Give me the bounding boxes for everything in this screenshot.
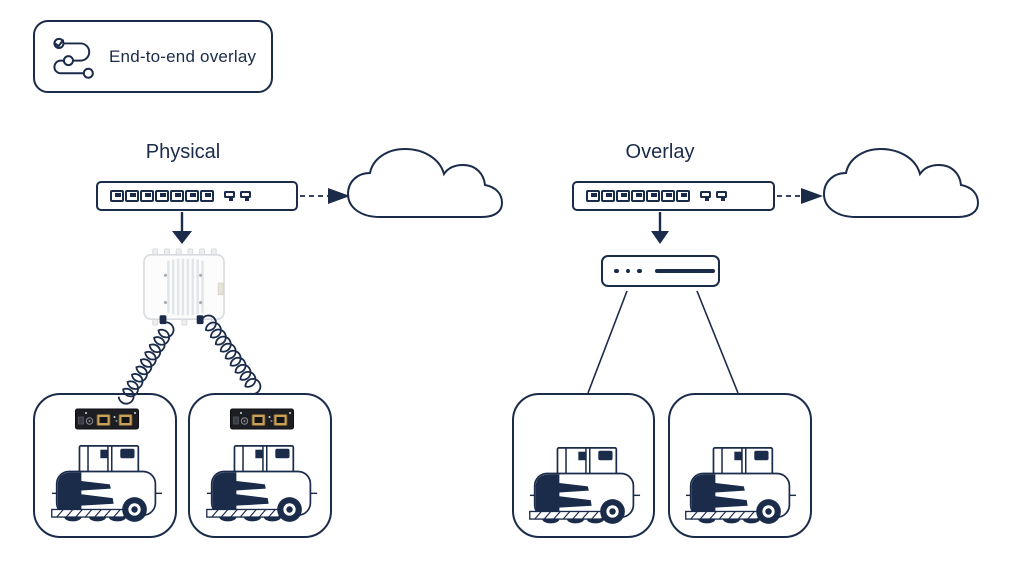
overlay-section-title: Overlay — [625, 141, 695, 163]
switch-port-row — [110, 190, 214, 202]
ethernet-port-icon — [125, 190, 139, 202]
outdoor-access-point-icon — [143, 248, 225, 326]
physical-section-title: Physical — [145, 141, 221, 163]
ethernet-port-icon — [631, 190, 645, 202]
physical-vehicle-2-box — [188, 393, 332, 538]
uplink-port-icon — [700, 190, 711, 201]
ethernet-port-icon — [185, 190, 199, 202]
ethernet-port-icon — [200, 190, 214, 202]
overlay-node — [601, 255, 720, 287]
vehicle-router-icon — [230, 408, 294, 430]
legend-label: End-to-end overlay — [109, 46, 257, 66]
uplink-port-icon — [716, 190, 727, 201]
ethernet-port-icon — [616, 190, 630, 202]
agv-robot-icon — [51, 445, 163, 523]
agv-robot-icon — [685, 447, 797, 525]
switch-uplink-row — [224, 190, 251, 201]
ethernet-port-icon — [676, 190, 690, 202]
physical-downlink-arrow — [172, 212, 192, 244]
switch-port-row — [586, 190, 690, 202]
ethernet-port-icon — [170, 190, 184, 202]
dot-icon — [625, 268, 630, 274]
legend-box: End-to-end overlay — [33, 20, 273, 93]
agv-robot-icon — [529, 447, 641, 525]
ethernet-port-icon — [140, 190, 154, 202]
overlay-to-cloud-arrow — [777, 188, 823, 204]
overlay-vehicle-2-box — [668, 393, 812, 538]
overlay-downlink-arrow — [651, 212, 669, 244]
ethernet-port-icon — [110, 190, 124, 202]
ethernet-port-icon — [155, 190, 169, 202]
vehicle-router-icon — [75, 408, 139, 430]
physical-to-cloud-arrow — [300, 188, 350, 204]
ethernet-port-icon — [646, 190, 660, 202]
physical-ethernet-switch — [96, 181, 298, 211]
dot-icon — [637, 268, 642, 274]
ethernet-port-icon — [586, 190, 600, 202]
physical-cloud-icon — [347, 148, 503, 218]
agv-robot-icon — [206, 445, 318, 523]
overlay-ethernet-switch — [572, 181, 775, 211]
uplink-port-icon — [240, 190, 251, 201]
end-to-end-overlay-icon — [53, 37, 94, 79]
overlay-link-right — [696, 290, 739, 394]
overlay-node-dots — [614, 268, 642, 274]
uplink-port-icon — [224, 190, 235, 201]
overlay-vehicle-1-box — [512, 393, 655, 538]
dot-icon — [614, 268, 619, 274]
overlay-link-left — [587, 290, 628, 394]
ethernet-port-icon — [661, 190, 675, 202]
physical-vehicle-1-box — [33, 393, 177, 538]
switch-uplink-row — [700, 190, 727, 201]
overlay-cloud-icon — [823, 148, 979, 218]
ethernet-port-icon — [601, 190, 615, 202]
overlay-node-bar — [654, 269, 715, 273]
